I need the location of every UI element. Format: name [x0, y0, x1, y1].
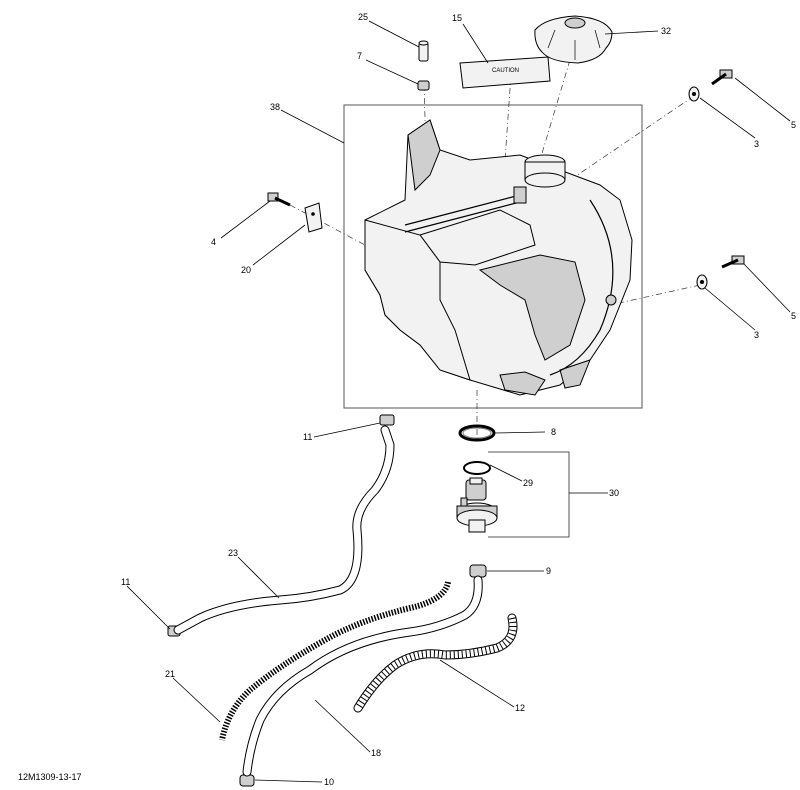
fuel-tank [364, 119, 633, 396]
callout-32: 32 [661, 26, 671, 36]
callout-9: 9 [546, 566, 551, 576]
part-25-nipple [418, 40, 429, 62]
callout-25: 25 [358, 12, 368, 22]
part-20-bracket [304, 202, 323, 233]
part-8-clamp [458, 424, 496, 442]
callout-15: 15 [452, 13, 462, 23]
callout-30: 30 [609, 488, 619, 498]
callout-21: 21 [165, 669, 175, 679]
callout-numbers: 25 15 32 7 38 5 3 4 20 5 3 11 8 29 30 23… [121, 12, 796, 787]
callout-5-lower: 5 [791, 311, 796, 321]
callout-20: 20 [241, 265, 251, 275]
callout-10: 10 [324, 777, 334, 787]
tank-assembly-box [343, 104, 643, 409]
part-29-o-ring [463, 461, 491, 475]
drawing-id: 12M1309-13-17 [18, 772, 82, 782]
callout-8: 8 [551, 427, 556, 437]
pump-group-bracket [488, 451, 570, 538]
part-15-decal: CAUTION [459, 56, 551, 89]
hose-23 [173, 425, 395, 635]
callout-38: 38 [270, 102, 280, 112]
callout-23: 23 [228, 548, 238, 558]
part-7-clamp [417, 80, 430, 91]
callout-18: 18 [371, 748, 381, 758]
hose-18 [242, 575, 483, 777]
callout-5-upper: 5 [791, 120, 796, 130]
part-10-clamp [239, 774, 255, 787]
callout-12: 12 [515, 703, 525, 713]
leader-lines [126, 20, 791, 783]
part-11-clamp-upper [379, 414, 395, 426]
part-9-clamp [469, 564, 487, 578]
hose-12 [353, 613, 518, 713]
part-32-fuel-cap [534, 15, 613, 64]
callout-11-upper: 11 [303, 432, 312, 442]
decal-text: CAUTION [492, 68, 519, 74]
callout-7: 7 [357, 51, 362, 61]
callout-4: 4 [211, 237, 216, 247]
part-4-bolt-left [267, 192, 291, 207]
callout-29: 29 [523, 478, 533, 488]
fuel-pump-module [456, 477, 498, 533]
callout-3-upper: 3 [754, 139, 759, 149]
part-5-bolt-lower [721, 255, 745, 269]
callout-11-lower: 11 [121, 577, 130, 587]
part-3-washer-lower [696, 274, 708, 290]
callout-3-lower: 3 [754, 330, 759, 340]
part-3-washer-upper [688, 86, 700, 102]
part-5-bolt-upper [711, 69, 733, 86]
